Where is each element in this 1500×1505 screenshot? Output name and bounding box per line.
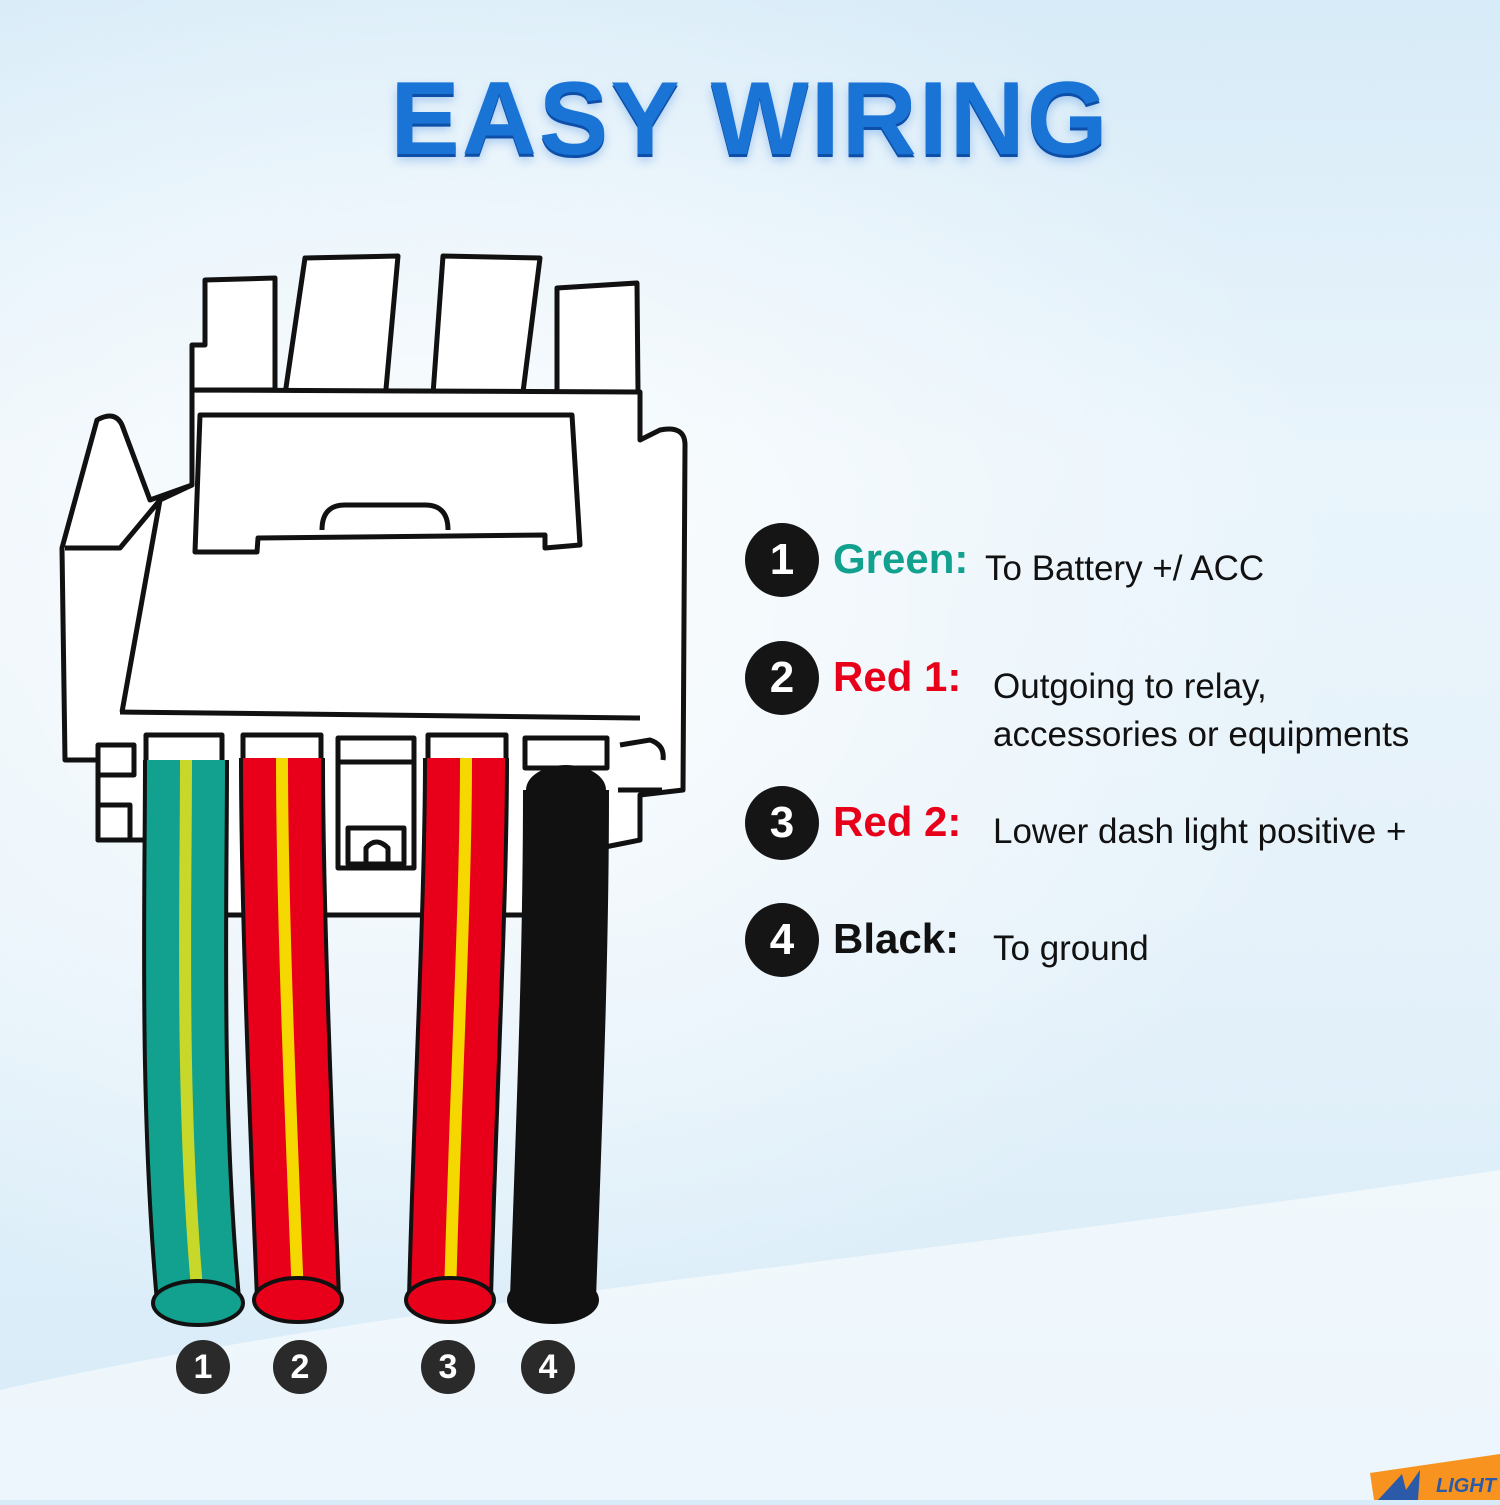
description-line: To Battery +/ ACC (985, 549, 1265, 588)
legend-number: 3 (745, 786, 819, 860)
description-line: accessories or equipments (993, 715, 1410, 754)
legend-label: Green: (833, 535, 969, 582)
legend-label: Black: (833, 915, 960, 962)
legend-label: Red 1: (833, 653, 962, 700)
page-title: EASY WIRING (390, 61, 1110, 177)
wires (142, 757, 609, 1327)
legend-number: 2 (745, 641, 819, 715)
legend-description: To ground (993, 925, 1149, 973)
legend-number: 4 (745, 903, 819, 977)
legend-item-red-1: 2 Red 1: Outgoing to relay, accessories … (745, 641, 1409, 759)
wire-number-4: 4 (521, 1340, 575, 1394)
description-line: Lower dash light positive + (993, 812, 1407, 851)
background-swoosh (0, 1170, 1500, 1500)
brand-logo: LIGHT (1360, 1440, 1500, 1500)
legend-item-green: 1 Green: To Battery +/ ACC (745, 523, 1264, 597)
logo-mark (1370, 1454, 1500, 1500)
legend-description: Outgoing to relay, accessories or equipm… (993, 663, 1409, 759)
wire-number-3: 3 (421, 1340, 475, 1394)
legend-number: 1 (745, 523, 819, 597)
wire-green (142, 759, 245, 1327)
logo-text: LIGHT (1436, 1475, 1496, 1497)
description-line: To ground (993, 929, 1149, 968)
legend-item-red-2: 3 Red 2: Lower dash light positive + (745, 786, 1406, 860)
legend-item-black: 4 Black: To ground (745, 903, 1149, 977)
wire-red-1 (239, 757, 344, 1324)
legend-label: Red 2: (833, 798, 962, 845)
wire-black (507, 765, 609, 1324)
description-line: Outgoing to relay, (993, 667, 1267, 706)
wire-red-2 (404, 757, 509, 1324)
wire-number-1: 1 (176, 1340, 230, 1394)
wire-number-2: 2 (273, 1340, 327, 1394)
legend-description: Lower dash light positive + (993, 808, 1406, 856)
legend-description: To Battery +/ ACC (985, 545, 1264, 593)
